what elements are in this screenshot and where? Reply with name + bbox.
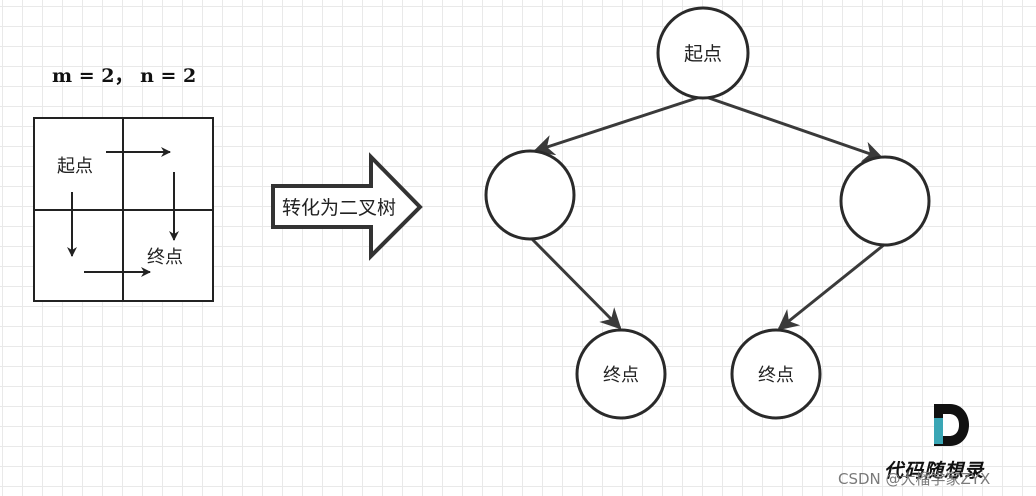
transform-arrow-label: 转化为二叉树 <box>282 197 396 219</box>
edge-root-right <box>705 95 884 162</box>
left-leaf-label: 终点 <box>603 365 639 386</box>
edge-right-leaf <box>777 242 886 331</box>
edge-left-leaf <box>529 236 622 330</box>
edge-root-left <box>533 95 701 156</box>
tree-node-left-child <box>484 149 576 241</box>
tree-node-root: 起点 <box>656 6 750 100</box>
tree-node-left-leaf: 终点 <box>575 328 667 420</box>
right-leaf-label: 终点 <box>758 365 794 386</box>
grid-start-label: 起点 <box>57 156 93 177</box>
grid-end-label: 终点 <box>147 247 183 268</box>
tree-node-right-leaf: 终点 <box>730 328 822 420</box>
logo-d-icon <box>934 404 969 446</box>
grid-equation: m = 2， n = 2 <box>52 65 196 87</box>
grid-2x2 <box>33 117 214 302</box>
root-label: 起点 <box>684 43 722 65</box>
logo-text: 代码随想录 <box>884 460 985 482</box>
csdn-watermark: CSDN @大榴学家ZYX <box>838 470 991 488</box>
transform-arrow-shape <box>271 152 423 261</box>
tree-node-right-child <box>839 155 931 247</box>
